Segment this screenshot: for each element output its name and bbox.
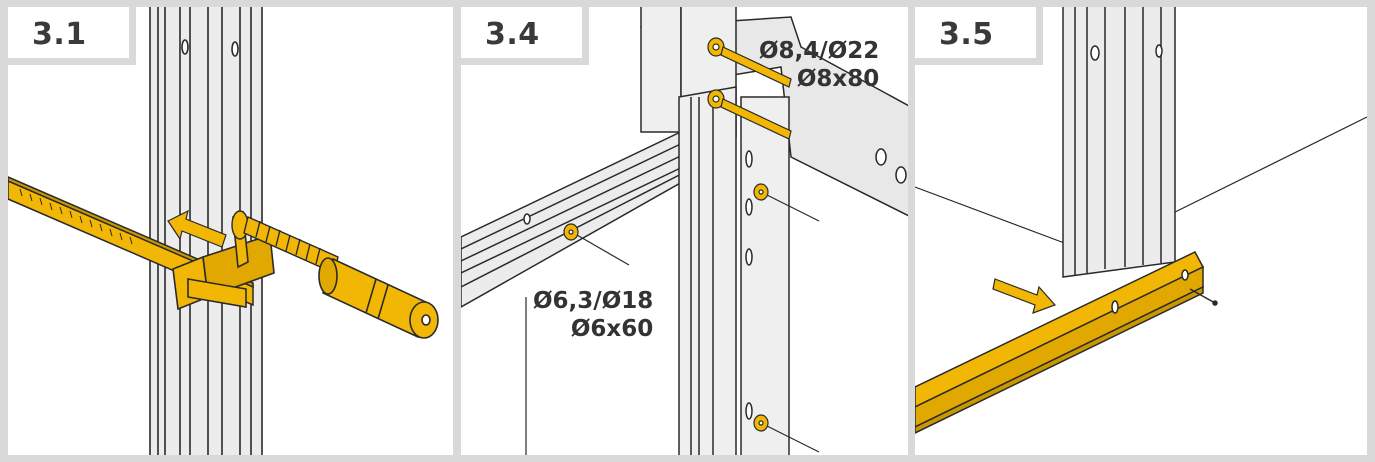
clamp-jaw bbox=[172, 210, 275, 311]
step-number-tab: 3.5 bbox=[915, 7, 1043, 65]
lower-screw-spec: Ø6,3/Ø18 Ø6x60 bbox=[533, 287, 653, 343]
direction-arrow bbox=[992, 278, 1057, 314]
step-number: 3.5 bbox=[939, 17, 994, 52]
direction-arrow bbox=[167, 209, 227, 248]
lower-screw-size: Ø6x60 bbox=[570, 316, 654, 342]
step-number: 3.4 bbox=[485, 17, 540, 52]
frame-screw-illustration bbox=[461, 7, 908, 455]
upper-screw-washer-size: Ø8,4/Ø22 bbox=[759, 38, 880, 64]
rail-insert-illustration bbox=[915, 7, 1367, 434]
screw-set bbox=[563, 37, 820, 453]
lower-screw-washer-size: Ø6,3/Ø18 bbox=[533, 288, 654, 314]
horizontal-rail bbox=[461, 125, 692, 308]
step-panel-3-1: 3.1 bbox=[8, 7, 453, 455]
clamp-handle bbox=[318, 257, 439, 339]
bottom-rail bbox=[915, 251, 1218, 434]
upright-post bbox=[1062, 7, 1176, 278]
step-number-tab: 3.1 bbox=[8, 7, 136, 65]
step-number-tab: 3.4 bbox=[461, 7, 589, 65]
upper-screw-size: Ø8x80 bbox=[796, 66, 880, 92]
upright-post bbox=[525, 7, 790, 455]
floor-edges bbox=[915, 116, 1367, 248]
upper-screw-spec: Ø8,4/Ø22 Ø8x80 bbox=[759, 37, 879, 93]
step-panel-3-5: 3.5 bbox=[915, 7, 1367, 455]
step-number: 3.1 bbox=[32, 17, 87, 52]
clamp-illustration bbox=[8, 7, 439, 455]
step-panel-3-4: 3.4 Ø8,4/Ø22 Ø8x80 Ø6,3/Ø18 Ø6x60 bbox=[461, 7, 908, 455]
